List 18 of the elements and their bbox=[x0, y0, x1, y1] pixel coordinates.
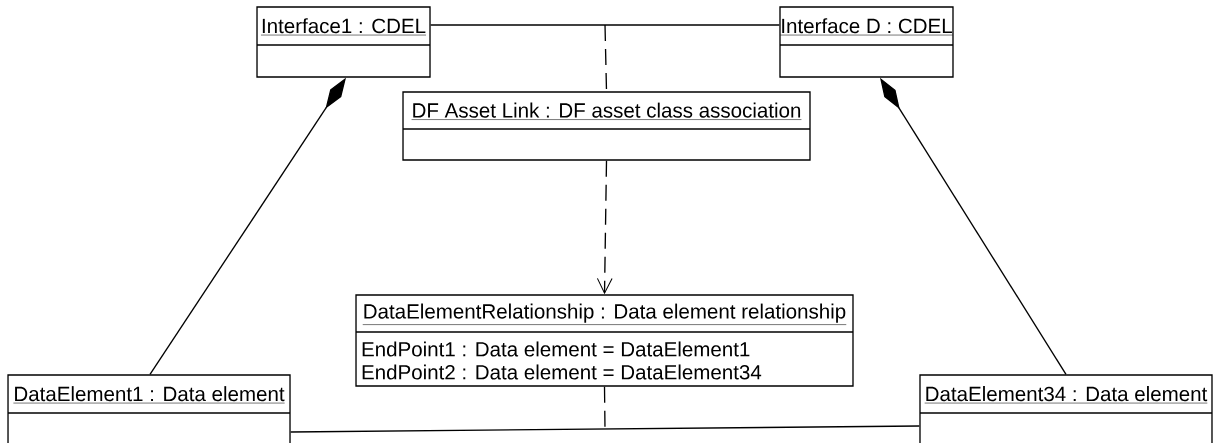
object-name: Interface1 : CDEL bbox=[260, 18, 427, 36]
attribute-text: EndPoint1 : Data element = DataElement1 bbox=[362, 341, 750, 357]
association-line bbox=[290, 425, 920, 433]
attribute-text: EndPoint2 : Data element = DataElement34 bbox=[362, 364, 762, 380]
object-box bbox=[919, 374, 1213, 443]
object-name: Interface D : CDEL bbox=[780, 18, 953, 36]
object-box bbox=[402, 91, 811, 161]
object-box bbox=[779, 6, 954, 78]
dependency-arrow bbox=[596, 160, 613, 295]
object-box bbox=[7, 374, 291, 443]
dashed-line bbox=[604, 24, 608, 92]
object-name: DataElementRelationship : Data element relationship bbox=[362, 303, 847, 325]
object-box bbox=[256, 6, 431, 78]
object-name: DataElement34 : Data element bbox=[924, 386, 1208, 404]
association-line bbox=[430, 24, 780, 26]
object-name: DataElement1 : Data element bbox=[13, 386, 285, 404]
object-name: DF Asset Link : DF asset class association bbox=[411, 102, 802, 120]
object-box bbox=[355, 294, 854, 387]
